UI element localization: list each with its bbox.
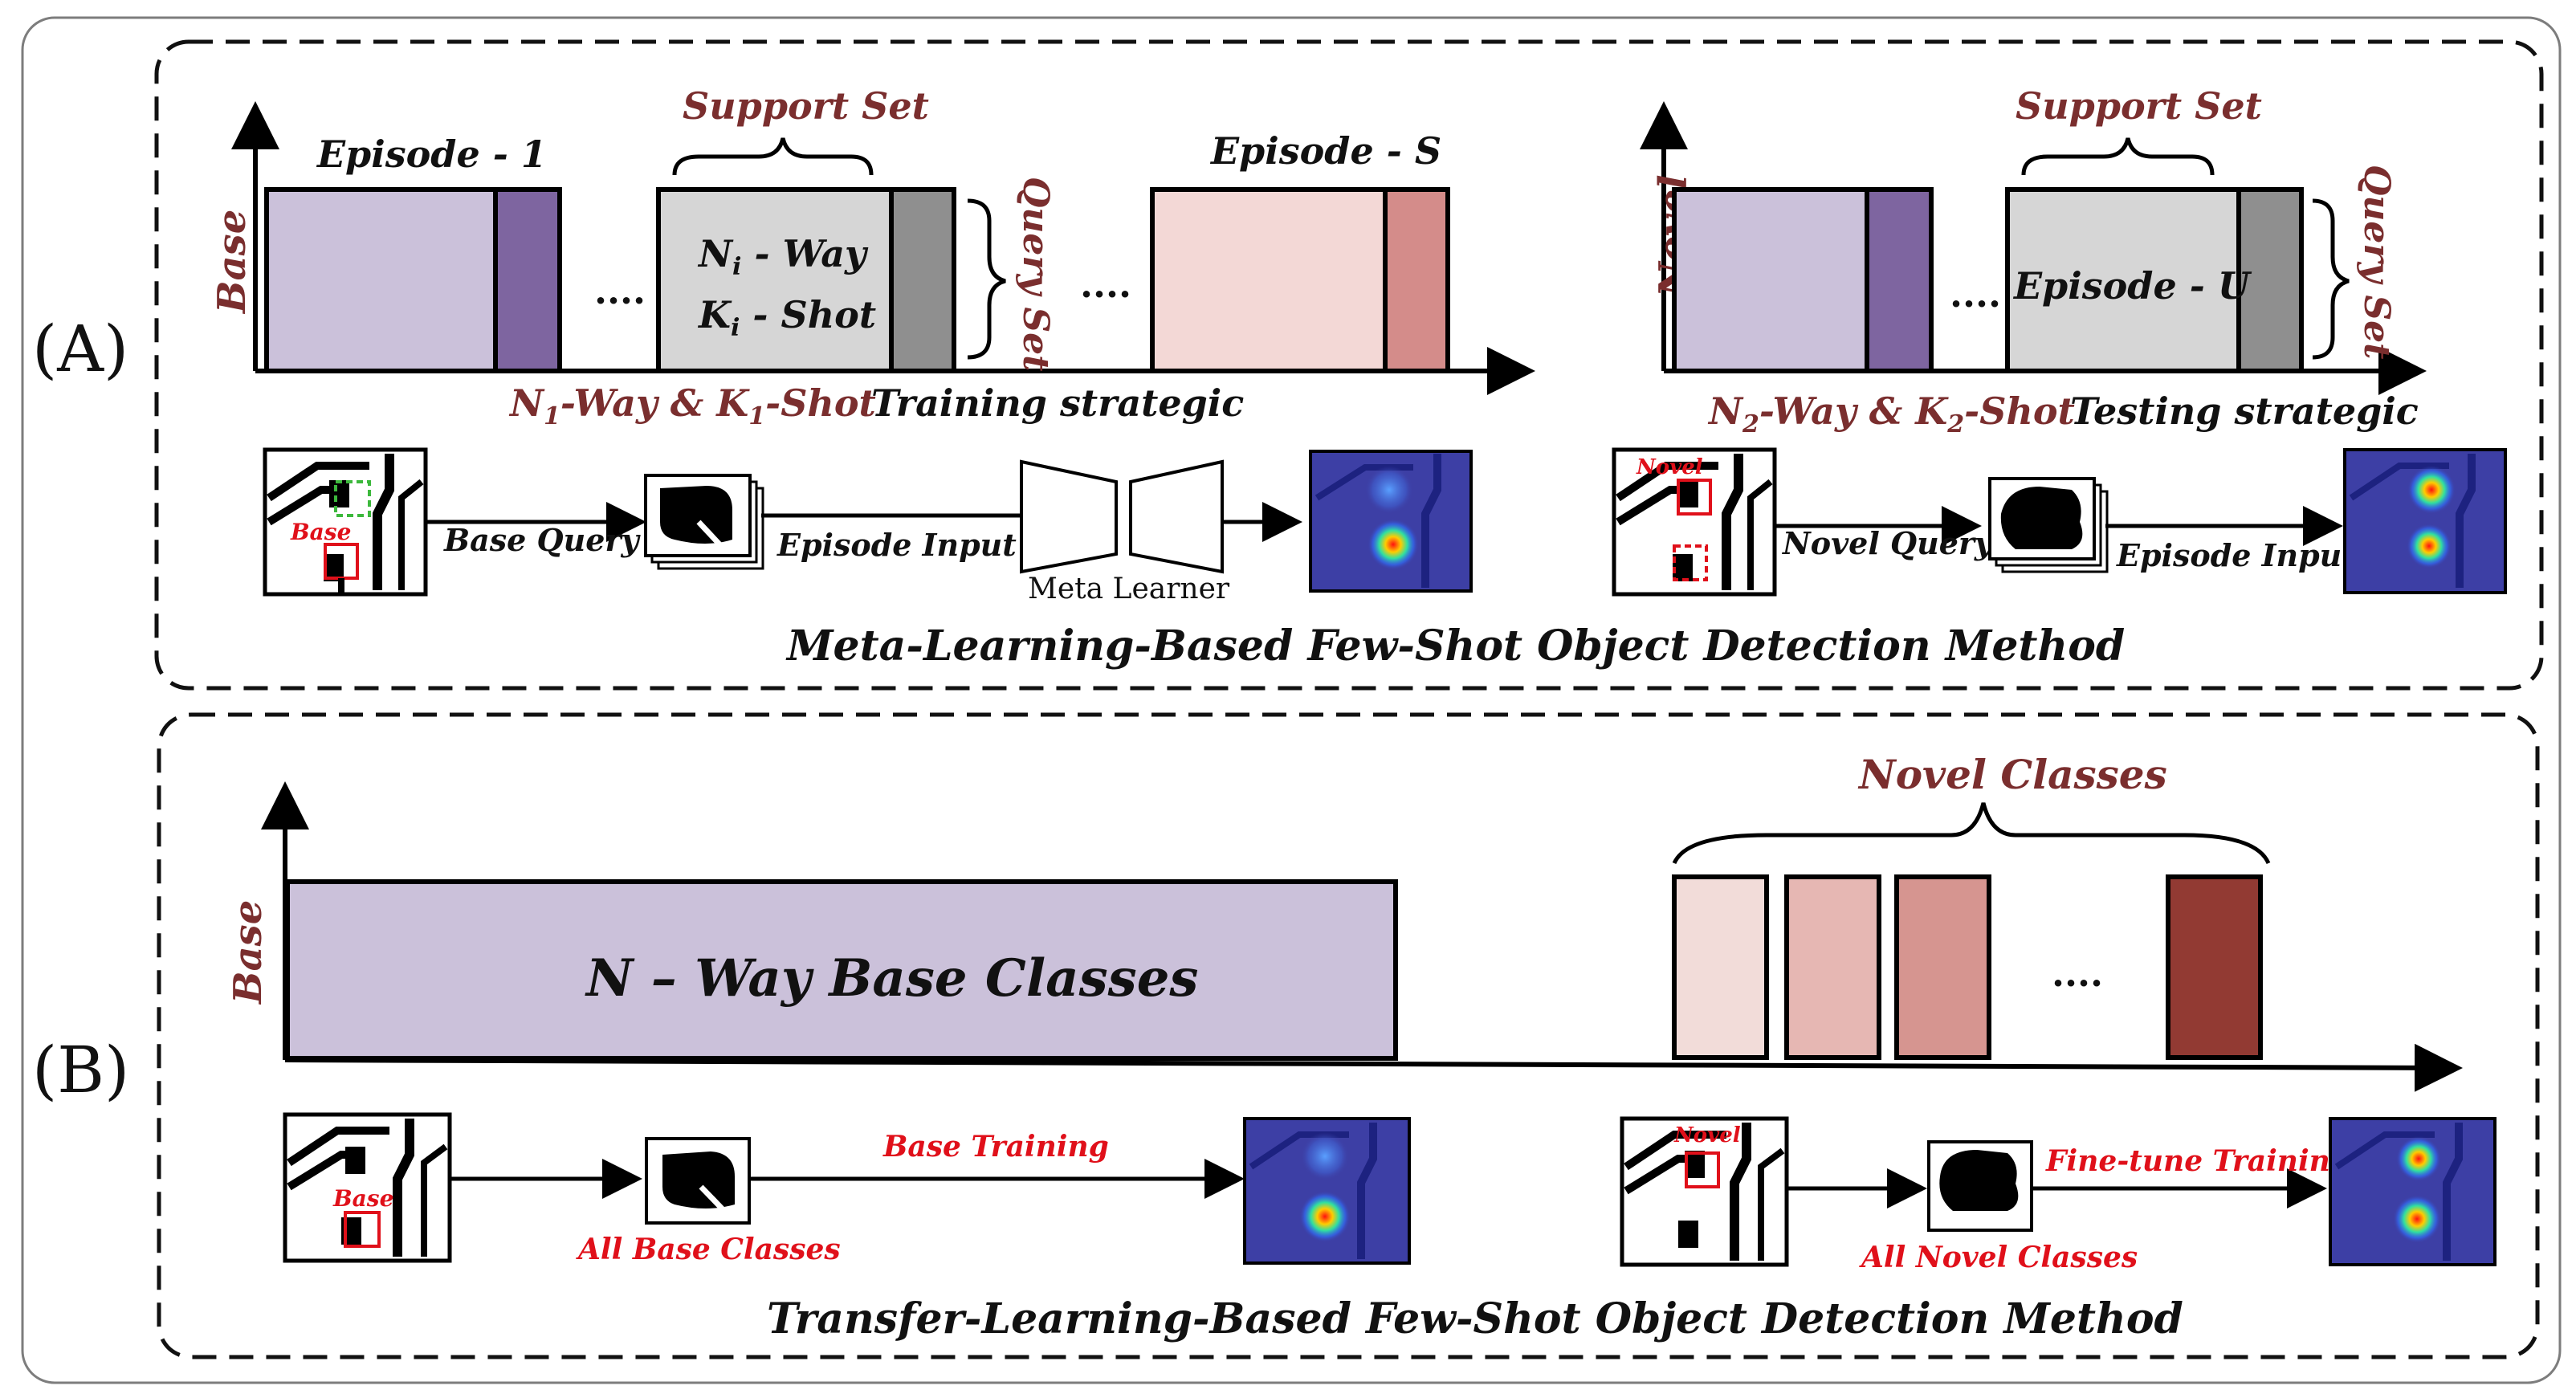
test-episode-1-query	[1865, 187, 1934, 373]
episode-1-label: Episode - 1	[316, 132, 547, 176]
episode-u-label: Episode - U	[2012, 264, 2252, 308]
novel-query-label: Novel Query	[1782, 525, 1995, 561]
query-set-brace	[967, 198, 1006, 360]
panel-b-frame	[157, 712, 2540, 1359]
test-query-set-label: Query Set	[2356, 165, 2397, 359]
episode-i-query	[889, 187, 956, 373]
outer-frame	[21, 16, 2562, 1384]
test-query-set-brace	[2312, 198, 2350, 360]
test-strategy-label: Testing strategic	[2070, 389, 2419, 433]
base-tag-b: Base	[332, 1185, 393, 1212]
novel-ellipsis: ....	[2052, 952, 2103, 995]
panel-a-title: Meta-Learning-Based Few-Shot Object Dete…	[785, 622, 2125, 670]
novel-class-1	[1672, 874, 1769, 1060]
episode-s-label: Episode - S	[1209, 129, 1441, 173]
novel-class-3	[1894, 874, 1991, 1060]
test-ellipsis: ....	[1950, 272, 2001, 316]
support-set-brace	[672, 137, 874, 176]
panel-a-label: (A)	[32, 312, 128, 386]
test-episode-1-support	[1672, 187, 1869, 373]
pcb-image-b-novel: Novel	[1620, 1116, 1789, 1267]
base-tag-a: Base	[290, 519, 351, 545]
episode-input-label-b: Episode Input	[2116, 537, 2356, 573]
pcb-image-train: Base	[263, 447, 428, 597]
train-ellipsis-1: ....	[594, 269, 646, 312]
test-support-set-label: Support Set	[2016, 84, 2262, 128]
base-classes-block	[285, 879, 1398, 1061]
test-strategy: N2-Way & K2-Shot	[1707, 389, 2075, 438]
heatmap-b-base	[1243, 1117, 1411, 1265]
episode-s-support	[1150, 187, 1388, 373]
finetune-label: Fine-tune Training	[2045, 1144, 2350, 1178]
novel-class-2	[1784, 874, 1881, 1060]
episode-stack-train	[644, 474, 764, 570]
heatmap-train	[1309, 450, 1473, 593]
all-novel-classes-label: All Novel Classes	[1859, 1241, 2138, 1274]
episode-i-support	[656, 187, 894, 373]
novel-classes-brace	[1672, 802, 2271, 865]
base-class-sample	[645, 1137, 751, 1225]
episode-u-support	[2005, 187, 2241, 373]
support-set-label: Support Set	[683, 84, 929, 128]
meta-learner-label: Meta Learner	[1028, 573, 1230, 605]
query-set-label: Query Set	[1015, 177, 1056, 371]
train-strategy-label: Training strategic	[871, 381, 1244, 425]
episode-u-query	[2236, 187, 2304, 373]
pcb-image-b-base: Base	[283, 1112, 452, 1263]
episode-1-support	[264, 187, 498, 373]
meta-learner: Meta Learner	[1020, 459, 1230, 605]
panel-b-label: (B)	[32, 1033, 129, 1107]
base-classes-label: N – Way Base Classes	[585, 948, 1198, 1009]
novel-tag-a: Novel	[1636, 455, 1703, 479]
b-x-axis	[284, 1043, 2463, 1092]
novel-classes-label: Novel Classes	[1857, 751, 2167, 798]
episode-s-query	[1383, 187, 1450, 373]
all-base-classes-label: All Base Classes	[576, 1233, 841, 1266]
shot-label: Ki - Shot	[697, 293, 876, 342]
episode-input-label-a: Episode Input	[776, 527, 1017, 563]
novel-tag-b: Novel	[1673, 1123, 1741, 1147]
pcb-image-test: Novel	[1612, 447, 1777, 597]
train-ellipsis-2: ....	[1080, 263, 1131, 306]
heatmap-b-novel	[2329, 1117, 2497, 1266]
way-label: Ni - Way	[697, 232, 869, 281]
b-axis-label: Base	[226, 900, 271, 1005]
test-support-set-brace	[2021, 137, 2215, 176]
novel-class-sample	[1927, 1140, 2033, 1232]
train-axis-label: Base	[210, 210, 255, 315]
panel-b-title: Transfer-Learning-Based Few-Shot Object …	[767, 1294, 2183, 1343]
base-query-label: Base Query	[443, 522, 641, 558]
panel-a-frame	[154, 39, 2544, 691]
heatmap-test	[2343, 448, 2507, 594]
episode-1-query	[493, 187, 562, 373]
base-training-label: Base Training	[882, 1130, 1109, 1164]
novel-class-4	[2166, 874, 2263, 1060]
train-strategy: N1-Way & K1-Shot	[508, 381, 876, 430]
episode-stack-test	[1988, 477, 2109, 573]
